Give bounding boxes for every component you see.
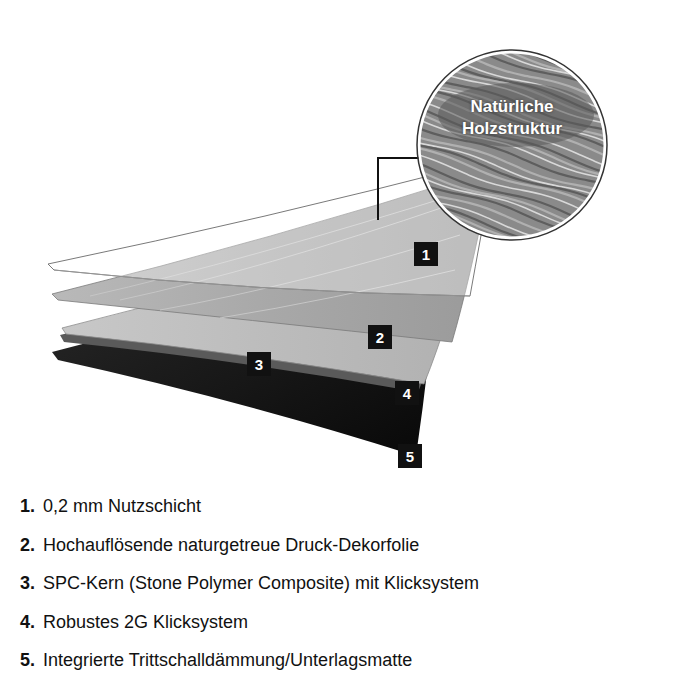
callout-text: 3 <box>255 356 263 373</box>
wear-edge <box>54 270 470 296</box>
list-number: 2. <box>20 535 35 556</box>
list-text: Integrierte Trittschalldämmung/Unterlags… <box>43 650 412 671</box>
list-number: 3. <box>20 573 35 594</box>
callout-text: 5 <box>406 448 414 465</box>
magnifier-label: Natürliche Holzstruktur <box>419 96 605 140</box>
list-number: 5. <box>20 650 35 671</box>
callout-text: 1 <box>422 246 430 263</box>
list-text: SPC-Kern (Stone Polymer Composite) mit K… <box>43 573 479 594</box>
list-number: 4. <box>20 612 35 633</box>
wood-texture <box>415 48 609 242</box>
text-ground <box>438 83 594 147</box>
magnifier-ring <box>419 52 605 238</box>
callout-text: 2 <box>376 329 384 346</box>
callout-number: 4 <box>395 381 419 405</box>
list-text: 0,2 mm Nutzschicht <box>43 496 201 517</box>
magnifier-circle: Natürliche Holzstruktur <box>419 52 605 238</box>
callout-number: 3 <box>247 352 271 376</box>
callout-number: 2 <box>368 325 392 349</box>
callout-text: 4 <box>403 385 411 402</box>
list-text: Hochauflösende naturgetreue Druck-Dekorf… <box>43 535 419 556</box>
leader-line <box>378 158 420 220</box>
magnifier-ring <box>417 50 607 240</box>
list-number: 1. <box>20 496 35 517</box>
callout-number: 1 <box>414 242 438 266</box>
callout-number: 5 <box>398 444 422 468</box>
list-text: Robustes 2G Klicksystem <box>43 612 248 633</box>
